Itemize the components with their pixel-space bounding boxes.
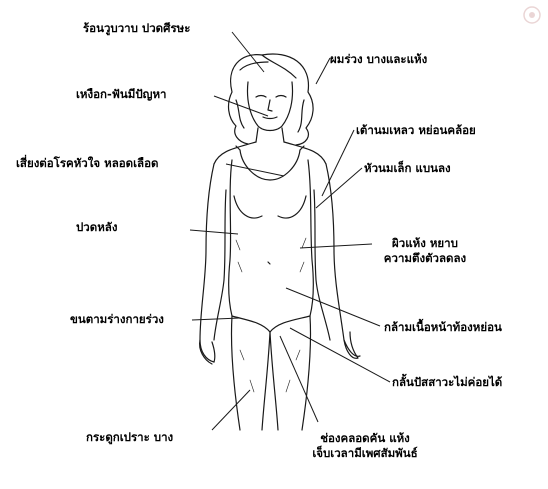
hair-strands [236, 55, 304, 132]
label-vagina-line2: เจ็บเวลามีเพศสัมพันธ์ [290, 446, 440, 461]
swimsuit-straps [236, 146, 304, 150]
nose [268, 100, 272, 111]
label-nipple: หัวนมเล็ก แบนลง [364, 161, 451, 176]
leader-bladder [290, 328, 390, 382]
leader-hot-flash [232, 32, 264, 72]
label-skin-line2: ความตึงตัวลดลง [370, 251, 480, 266]
mouth [263, 117, 277, 119]
navel [268, 262, 270, 264]
shading [236, 238, 306, 392]
label-skin: ผิวแห้ง หยาบ ความตึงตัวลดลง [370, 236, 480, 266]
label-heart-risk: เสี่ยงต่อโรคหัวใจ หลอดเลือด [16, 156, 158, 171]
leader-body-hair [192, 318, 240, 320]
face-outline [247, 82, 292, 131]
label-body-hair: ขนตามร่างกายร่วง [70, 312, 164, 327]
torso-right [308, 160, 313, 316]
eyes [256, 96, 286, 98]
left-leg [231, 316, 270, 430]
label-bone: กระดูกเปราะ บาง [86, 430, 173, 445]
leader-bone [212, 390, 250, 430]
torso-left [229, 160, 232, 316]
left-arm [200, 164, 226, 362]
leader-abdomen [286, 288, 380, 326]
label-vagina-line1: ช่องคลอดคัน แห้ง [290, 431, 440, 446]
label-gums: เหงือก-ฟันมีปัญหา [76, 87, 167, 102]
label-breast-sag: เต้านมเหลว หย่อนคล้อย [356, 123, 476, 138]
label-vagina: ช่องคลอดคัน แห้ง เจ็บเวลามีเพศสัมพันธ์ [290, 431, 440, 461]
leader-nipple [316, 168, 362, 208]
right-arm [314, 164, 358, 358]
label-bladder: กลั้นปัสสาวะไม่ค่อยได้ [392, 375, 502, 390]
label-hair: ผมร่วง บางและแห้ง [330, 52, 427, 67]
hair-outline [229, 54, 314, 145]
leader-hair [316, 58, 330, 84]
leader-vagina [280, 336, 318, 422]
leader-lines [190, 32, 390, 430]
label-abdomen: กล้ามเนื้อหน้าท้องหย่อน [384, 320, 502, 335]
label-hot-flash: ร้อนวูบวาบ ปวดศีรษะ [83, 21, 190, 36]
label-skin-line1: ผิวแห้ง หยาบ [370, 236, 480, 251]
watermark-logo [520, 4, 544, 26]
breasts [234, 196, 306, 218]
shoulders [214, 142, 326, 164]
leader-gums [214, 96, 268, 116]
right-leg [270, 316, 311, 430]
leg-openings [232, 316, 310, 332]
leader-breast-sag [322, 130, 354, 196]
label-back-pain: ปวดหลัง [76, 220, 117, 235]
swimsuit-neckline [240, 150, 300, 180]
